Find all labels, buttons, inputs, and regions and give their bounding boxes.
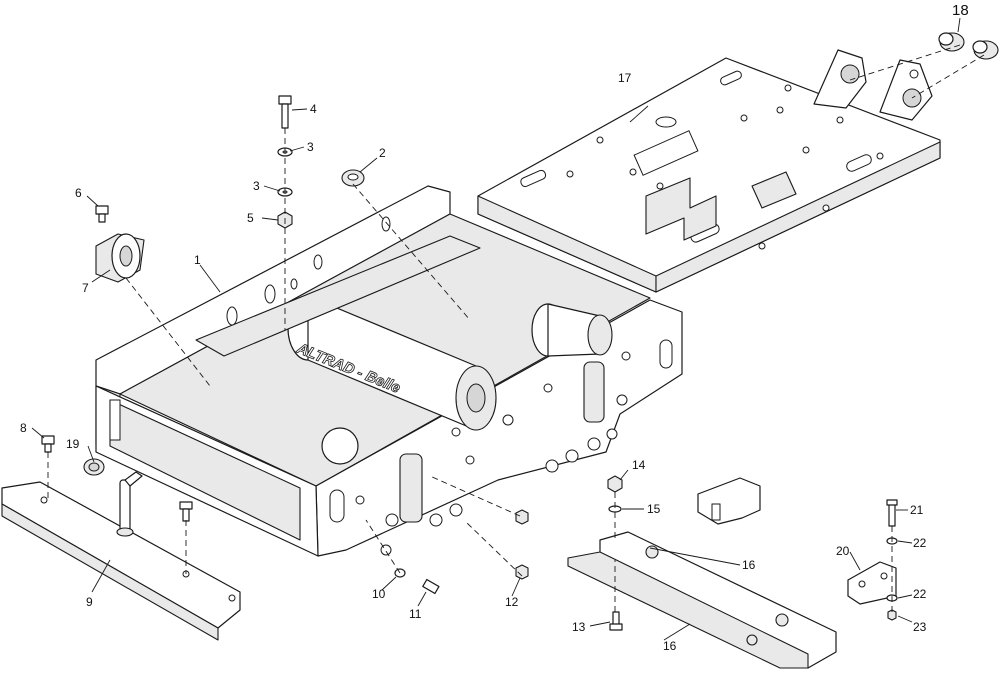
callout-20: 20: [836, 544, 850, 558]
callout-21: 21: [910, 503, 924, 517]
callout-17: 17: [618, 71, 632, 85]
rubber-mount-part: [95, 233, 145, 283]
leader-lines: [31, 17, 961, 641]
callout-labels: 1 2 3 3 4 5 6 7 8 9 10 11 12 13 14 15 16…: [20, 2, 969, 653]
callout-7: 7: [82, 281, 89, 295]
callout-3b: 3: [253, 179, 260, 193]
callout-19: 19: [66, 437, 80, 451]
assembly-lines: [47, 44, 985, 612]
callout-23: 23: [913, 620, 927, 634]
skid-rail-part: [1, 471, 241, 641]
callout-3a: 3: [307, 140, 314, 154]
callout-12: 12: [505, 595, 519, 609]
callout-18: 18: [952, 2, 969, 19]
top-plate-part: [477, 49, 941, 293]
callout-10: 10: [372, 587, 386, 601]
callout-1: 1: [194, 253, 201, 267]
callout-15: 15: [647, 502, 661, 516]
bush-part: [938, 32, 999, 60]
callout-4: 4: [310, 102, 317, 116]
callout-16a: 16: [742, 558, 756, 572]
callout-11: 11: [409, 607, 422, 621]
callout-14: 14: [632, 458, 646, 472]
main-chassis-part: ALTRAD - Belle: [95, 185, 683, 557]
callout-13: 13: [572, 620, 586, 634]
callout-22b: 22: [913, 587, 927, 601]
skid-rail-right-part: [567, 531, 837, 669]
callout-8: 8: [20, 421, 27, 435]
callout-16b: 16: [663, 639, 677, 653]
callout-6: 6: [75, 186, 82, 200]
bracket-part: [697, 477, 897, 605]
callout-5: 5: [247, 211, 254, 225]
callout-9: 9: [86, 595, 93, 609]
callout-2: 2: [379, 146, 386, 160]
callout-22a: 22: [913, 536, 927, 550]
